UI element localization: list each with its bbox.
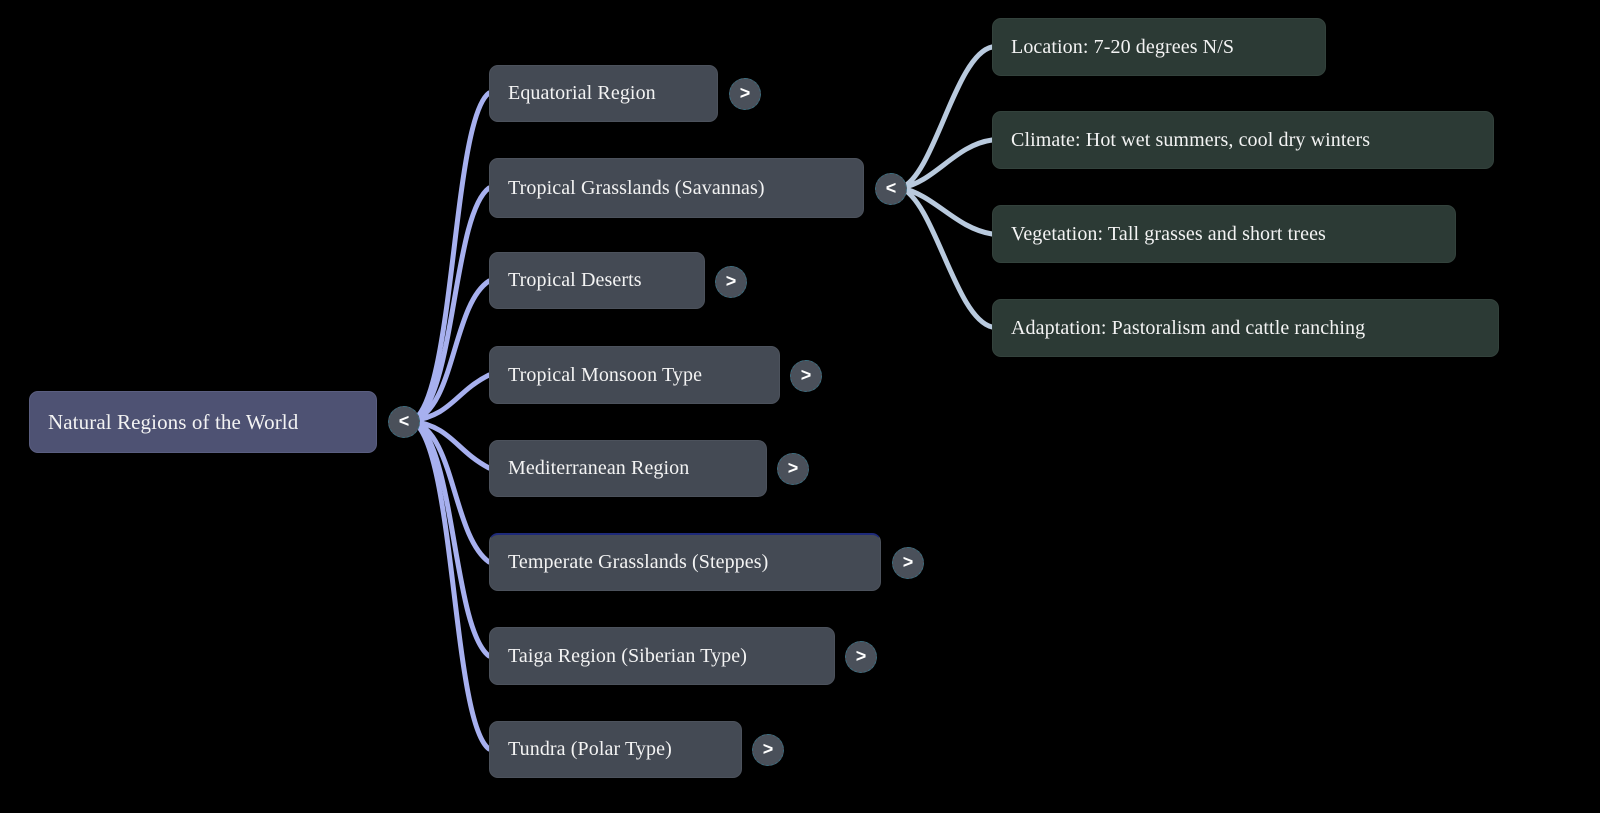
leaf-node-label: Vegetation: Tall grasses and short trees <box>1011 222 1326 245</box>
root-edge-5 <box>409 418 492 565</box>
root-collapse-toggle[interactable]: < <box>388 406 420 438</box>
leaf-node-label: Adaptation: Pastoralism and cattle ranch… <box>1011 316 1366 339</box>
leaf-node-label: Climate: Hot wet summers, cool dry winte… <box>1011 128 1371 151</box>
root-edge-6 <box>409 418 492 659</box>
root-edges <box>409 90 492 752</box>
branch-node-temperate-grasslands-steppes[interactable]: Temperate Grasslands (Steppes) <box>489 533 881 591</box>
leaf-node-climate[interactable]: Climate: Hot wet summers, cool dry winte… <box>992 111 1494 169</box>
leaf-node-location[interactable]: Location: 7-20 degrees N/S <box>992 18 1326 76</box>
leaf-node-label: Location: 7-20 degrees N/S <box>1011 35 1235 58</box>
branch-expand-toggle-tundra-polar-type[interactable]: > <box>752 734 784 766</box>
branch-edge-1 <box>898 137 995 191</box>
branch-collapse-toggle-tropical-grasslands-savannas[interactable]: < <box>875 173 907 205</box>
chevron-right-icon: > <box>855 646 867 666</box>
branch-node-mediterranean-region[interactable]: Mediterranean Region <box>489 440 767 497</box>
root-node[interactable]: Natural Regions of the World <box>29 391 377 453</box>
branch-expand-toggle-temperate-grasslands-steppes[interactable]: > <box>892 547 924 579</box>
branch-node-label: Taiga Region (Siberian Type) <box>508 644 748 667</box>
root-edge-1 <box>409 185 492 424</box>
branch-node-label: Tropical Deserts <box>508 269 642 291</box>
chevron-right-icon: > <box>787 458 799 478</box>
branch-node-label: Temperate Grasslands (Steppes) <box>508 551 769 573</box>
branch-node-tundra-polar-type[interactable]: Tundra (Polar Type) <box>489 721 742 778</box>
branch-node-tropical-deserts[interactable]: Tropical Deserts <box>489 252 705 309</box>
branch-node-label: Tundra (Polar Type) <box>508 738 672 760</box>
root-edge-7 <box>409 418 492 752</box>
branch-node-taiga-region-siberian-type[interactable]: Taiga Region (Siberian Type) <box>489 627 835 685</box>
branch-edge-3 <box>898 185 995 330</box>
chevron-left-icon: < <box>398 411 410 431</box>
branch-node-tropical-grasslands-savannas[interactable]: Tropical Grasslands (Savannas) <box>489 158 864 218</box>
branch-node-label: Equatorial Region <box>508 82 656 104</box>
chevron-right-icon: > <box>762 739 774 759</box>
branch-expand-toggle-taiga-region-siberian-type[interactable]: > <box>845 641 877 673</box>
branch-node-tropical-monsoon-type[interactable]: Tropical Monsoon Type <box>489 346 780 404</box>
leaf-node-vegetation[interactable]: Vegetation: Tall grasses and short trees <box>992 205 1456 263</box>
branch-expand-toggle-mediterranean-region[interactable]: > <box>777 453 809 485</box>
root-edge-3 <box>409 372 492 424</box>
branch-node-label: Mediterranean Region <box>508 457 690 479</box>
branch-expand-toggle-tropical-monsoon-type[interactable]: > <box>790 360 822 392</box>
root-edge-0 <box>409 90 492 424</box>
chevron-right-icon: > <box>800 365 812 385</box>
branch-node-label: Tropical Grasslands (Savannas) <box>508 176 765 199</box>
chevron-left-icon: < <box>885 178 897 198</box>
branch-node-equatorial-region[interactable]: Equatorial Region <box>489 65 718 122</box>
root-edge-2 <box>409 278 492 424</box>
branch-edge-0 <box>898 44 995 191</box>
branch-expand-toggle-tropical-deserts[interactable]: > <box>715 266 747 298</box>
chevron-right-icon: > <box>739 83 751 103</box>
chevron-right-icon: > <box>725 271 737 291</box>
root-edge-4 <box>409 418 492 471</box>
leaf-node-adaptation[interactable]: Adaptation: Pastoralism and cattle ranch… <box>992 299 1499 357</box>
root-node-label: Natural Regions of the World <box>48 409 299 434</box>
branch-expand-toggle-equatorial-region[interactable]: > <box>729 78 761 110</box>
branch-edge-2 <box>898 185 995 237</box>
branch-node-label: Tropical Monsoon Type <box>508 363 703 386</box>
chevron-right-icon: > <box>902 552 914 572</box>
branch-edges <box>898 44 995 330</box>
